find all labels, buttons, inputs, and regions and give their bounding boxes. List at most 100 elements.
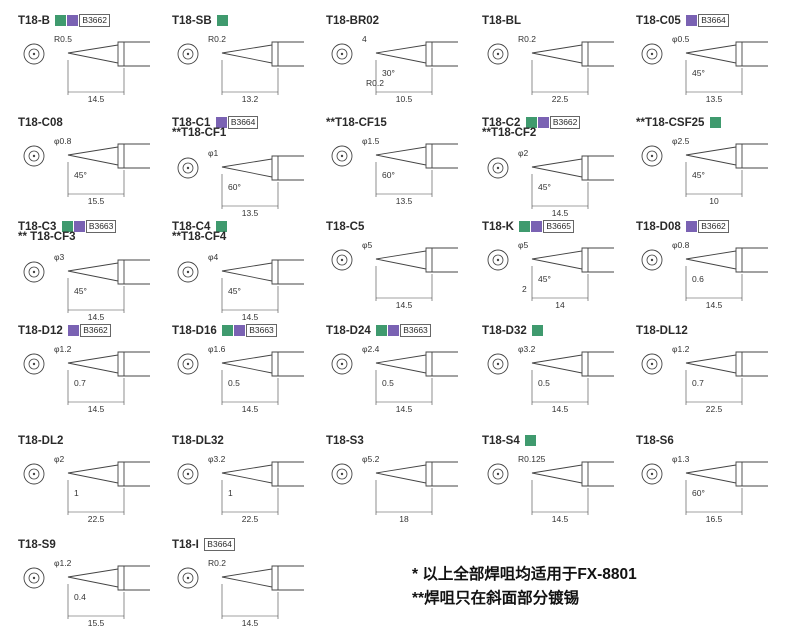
dimension-label: 0.5 <box>382 378 394 388</box>
green-marker-square <box>55 15 67 27</box>
dimension-label: R0.2 <box>208 558 226 568</box>
dimension-label: φ1.2 <box>672 344 690 354</box>
tip-code: T18-S4 <box>482 434 520 447</box>
dimension-label: 22.5 <box>706 404 723 414</box>
tip-code: T18-DL2 <box>18 434 64 447</box>
tip-header: T18-D32 <box>482 322 544 338</box>
dimension-label: 60° <box>228 182 241 192</box>
green-marker-square <box>525 435 537 447</box>
dimension-label: 45° <box>74 286 87 296</box>
dimension-label: 14.5 <box>552 208 569 218</box>
dimension-label: φ2 <box>54 454 65 464</box>
green-marker-square <box>376 325 388 337</box>
dimension-label: 14.5 <box>88 312 105 322</box>
tip-code: T18-S9 <box>18 538 56 551</box>
tip-header: T18-DL12 <box>636 322 688 338</box>
purple-marker-square <box>67 15 79 27</box>
green-marker-square <box>532 325 544 337</box>
tip-drawing: φ1.20.714.5 <box>23 344 150 414</box>
catalog-number-box: B3664 <box>204 538 235 552</box>
dimension-label: 22.5 <box>242 514 259 524</box>
note-tinning: **焊咀只在斜面部分镀锡 <box>412 590 580 607</box>
tip-drawing: φ3 45° 14.5 <box>23 252 150 322</box>
tip-code: T18-B <box>18 14 50 27</box>
purple-marker-square <box>537 117 549 129</box>
dimension-label: φ3.2 <box>208 454 226 464</box>
tip-header: T18-K B3665 <box>482 218 574 234</box>
dimension-label: R0.2 <box>366 78 384 88</box>
tip-header: T18-D24 B3663 <box>326 322 431 338</box>
dimension-label: 22.5 <box>552 94 569 104</box>
dimension-label: φ3 <box>54 252 65 262</box>
dimension-label: 60° <box>692 488 705 498</box>
dimension-label: 10.5 <box>396 94 413 104</box>
dimension-label: 45° <box>692 68 705 78</box>
tip-code: T18-D16 <box>172 324 217 337</box>
dimension-label: 4 <box>362 34 367 44</box>
dimension-label: 14.5 <box>706 300 723 310</box>
purple-marker-square <box>73 221 85 233</box>
dimension-label: 14.5 <box>88 94 105 104</box>
tip-code: T18-S6 <box>636 434 674 447</box>
tip-code: T18-BR02 <box>326 14 380 27</box>
dimension-label: 22.5 <box>88 514 105 524</box>
dimension-label: φ2 <box>518 148 529 158</box>
dimension-label: 15.5 <box>88 196 105 206</box>
tip-drawing: φ5.218 <box>331 454 458 524</box>
dimension-label: R0.2 <box>208 34 226 44</box>
tip-code: T18-C05 <box>636 14 681 27</box>
tip-code: T18-D32 <box>482 324 527 337</box>
tip-alt-code: **T18-CF1 <box>172 127 227 139</box>
dimension-label: φ5 <box>518 240 529 250</box>
tip-code: T18-C08 <box>18 116 63 129</box>
tip-drawing: R0.2 13.2 <box>177 34 304 104</box>
dimension-label: φ1.2 <box>54 558 72 568</box>
tip-code: T18-DL32 <box>172 434 224 447</box>
dimension-label: 15.5 <box>88 618 105 628</box>
tip-code: T18-C4 <box>172 220 211 233</box>
tip-code: **T18-CF15 <box>326 116 387 129</box>
tip-header: T18-C2 B3662 <box>482 114 581 130</box>
tip-header: T18-D08 B3662 <box>636 218 729 234</box>
tip-header: T18-BR02 <box>326 12 379 28</box>
tip-code: T18-S3 <box>326 434 364 447</box>
tip-alt-code: **T18-CF4 <box>172 231 227 243</box>
tip-drawing: φ0.545°13.5 <box>641 34 768 104</box>
catalog-number-box: B3662 <box>549 116 581 130</box>
tip-header: **T18-CSF25 <box>636 114 721 130</box>
tip-header: T18-I B3664 <box>172 536 235 552</box>
tip-header: T18-C08 <box>18 114 63 130</box>
tip-header: T18-C5 <box>326 218 364 234</box>
tip-drawing: φ2.545°10 <box>641 136 768 206</box>
tip-header: T18-S9 <box>18 536 56 552</box>
purple-marker-square <box>68 325 80 337</box>
note-compatibility: * 以上全部焊咀均适用于FX-8801 <box>412 566 637 583</box>
dimension-label: R0.125 <box>518 454 546 464</box>
dimension-label: φ4 <box>208 252 219 262</box>
tip-code: T18-C2 <box>482 116 521 129</box>
tip-alt-code: ** T18-CF3 <box>18 231 76 243</box>
dimension-label: 13.2 <box>242 94 259 104</box>
tip-header: T18-DL2 <box>18 432 63 448</box>
